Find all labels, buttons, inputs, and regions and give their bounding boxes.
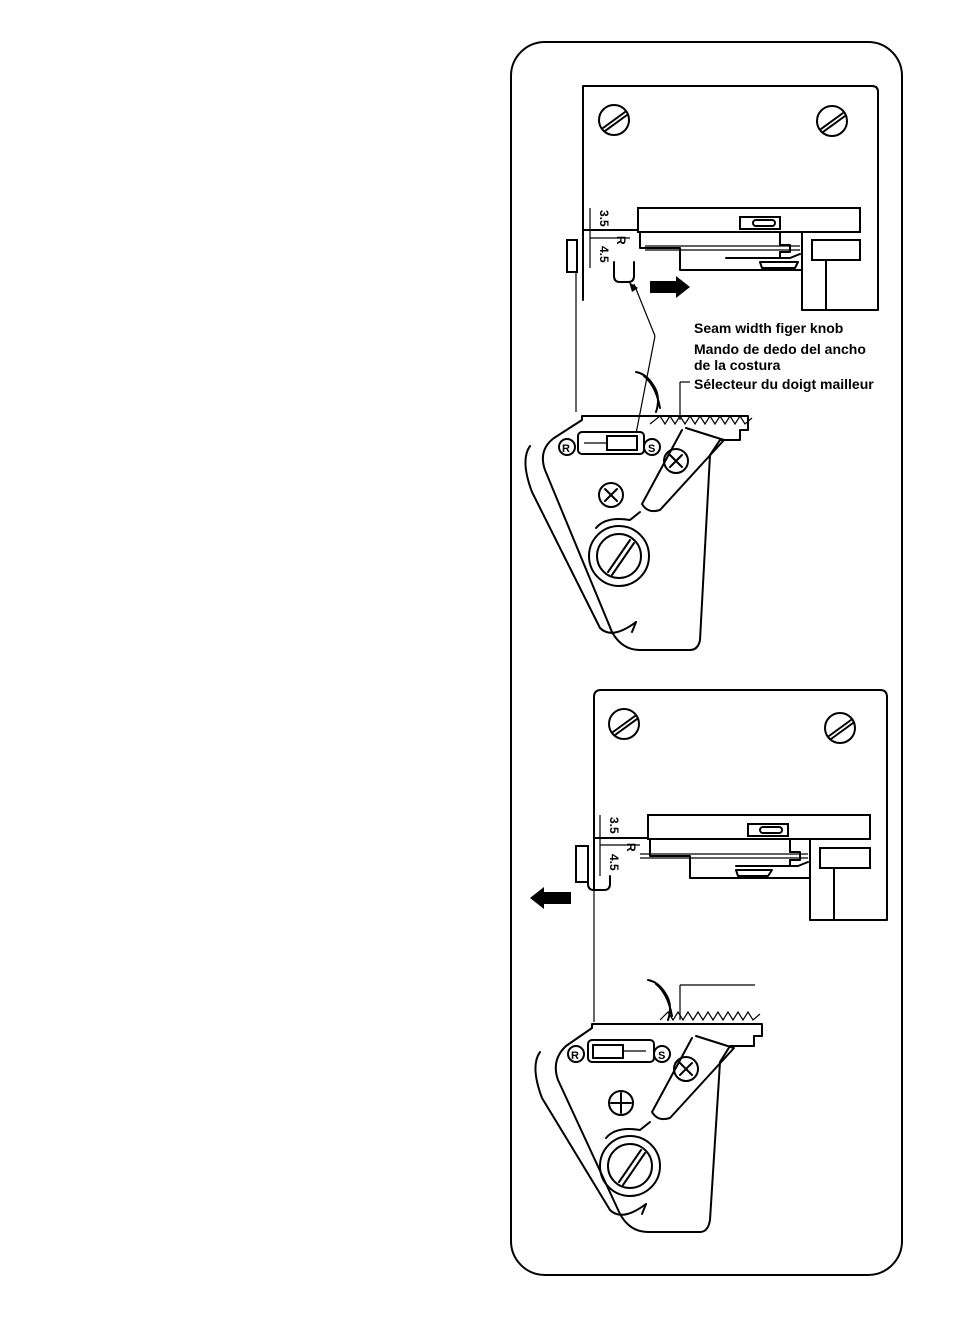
scale-mark-r: R xyxy=(614,236,628,245)
plate-screw-left-icon xyxy=(609,709,639,739)
arrow-left-icon xyxy=(530,887,571,909)
dial-letter-s-top: S xyxy=(648,443,655,455)
plate-screw-right-icon xyxy=(817,106,847,136)
dial-letter-s-bottom: S xyxy=(658,1050,665,1062)
label-seam-width-en: Seam width figer knob xyxy=(694,320,843,336)
bracket-screw-lower-icon xyxy=(599,483,623,507)
feed-dog-assembly-bottom xyxy=(640,815,870,920)
label-seam-width-es-1: Mando de dedo del ancho xyxy=(694,341,866,357)
seam-width-knob-bottom[interactable] xyxy=(576,846,588,882)
scale-mark-4-5: 4.5 xyxy=(597,246,611,263)
dial-letter-r-top: R xyxy=(562,443,570,455)
figure-bottom: 3.5 R 4.5 R S xyxy=(530,690,887,1232)
plate-screw-right-icon xyxy=(825,713,855,743)
figure-top: 3.5 R 4.5 Seam width figer knob Mando de… xyxy=(525,86,878,650)
plate-screw-left-icon xyxy=(599,105,629,135)
bracket-screw-lower-icon xyxy=(609,1091,633,1115)
bracket-screw-large-icon xyxy=(589,526,649,586)
scale-mark-3-5: 3.5 xyxy=(607,817,621,834)
bracket-screw-upper-icon xyxy=(674,1057,698,1081)
seam-width-scale-bottom: 3.5 R 4.5 xyxy=(600,815,640,876)
stitch-finger-bracket-top: R S xyxy=(525,372,752,650)
scale-mark-3-5: 3.5 xyxy=(597,210,611,227)
stitch-finger-bracket-bottom: R S xyxy=(535,980,762,1232)
needle-plate-bottom xyxy=(594,690,887,920)
dial-letter-r-bottom: R xyxy=(571,1050,579,1062)
arrow-right-icon xyxy=(650,276,690,298)
seam-width-knob-top[interactable] xyxy=(567,240,577,272)
seam-width-scale-top: 3.5 R 4.5 xyxy=(590,208,630,268)
bracket-screw-large-icon xyxy=(600,1136,660,1196)
bracket-screw-upper-icon xyxy=(664,449,688,473)
label-seam-width-fr: Sélecteur du doigt mailleur xyxy=(694,376,874,392)
scale-mark-r: R xyxy=(624,843,638,852)
feed-dog-assembly-top xyxy=(638,208,860,310)
label-seam-width-es-2: de la costura xyxy=(694,357,781,373)
scale-mark-4-5: 4.5 xyxy=(607,854,621,871)
